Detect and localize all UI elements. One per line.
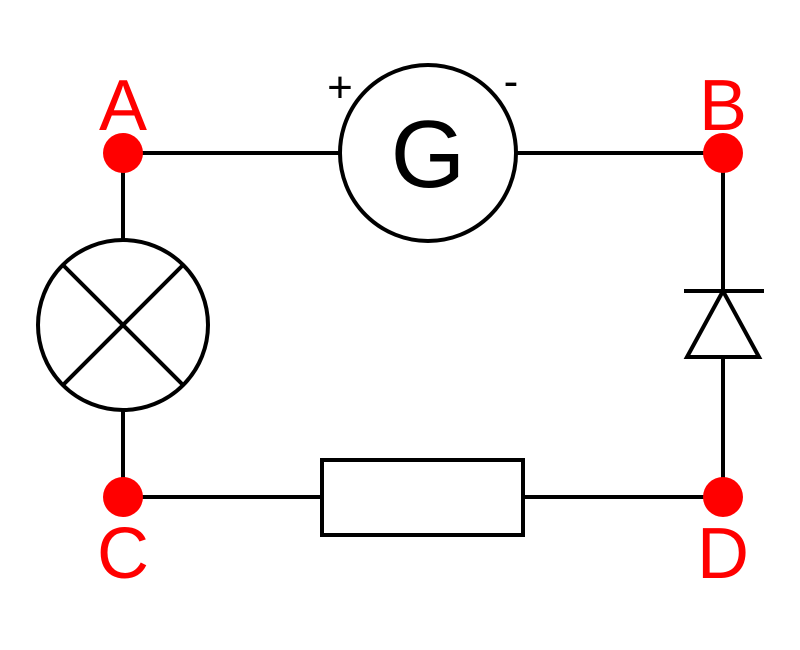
node-c-label: C xyxy=(97,514,149,594)
node-labels: A B C D xyxy=(97,66,749,594)
lamp-cross-line-2 xyxy=(61,263,185,387)
node-b-dot xyxy=(703,133,743,173)
node-a-dot xyxy=(103,133,143,173)
resistor-icon xyxy=(320,458,525,537)
lamp xyxy=(36,238,210,412)
node-c-dot xyxy=(103,477,143,517)
node-a-label: A xyxy=(99,66,147,146)
nodes xyxy=(103,133,743,517)
node-d-dot xyxy=(703,477,743,517)
galvanometer-symbol: G xyxy=(391,101,466,208)
galvanometer-icon xyxy=(338,63,518,243)
galvanometer: G + - xyxy=(327,57,519,243)
node-d-label: D xyxy=(697,514,749,594)
galvanometer-plus-terminal: + xyxy=(327,63,353,112)
diode-icon xyxy=(683,286,763,359)
galvanometer-minus-terminal: - xyxy=(504,57,519,106)
node-b-label: B xyxy=(699,66,747,146)
diode xyxy=(683,286,764,359)
